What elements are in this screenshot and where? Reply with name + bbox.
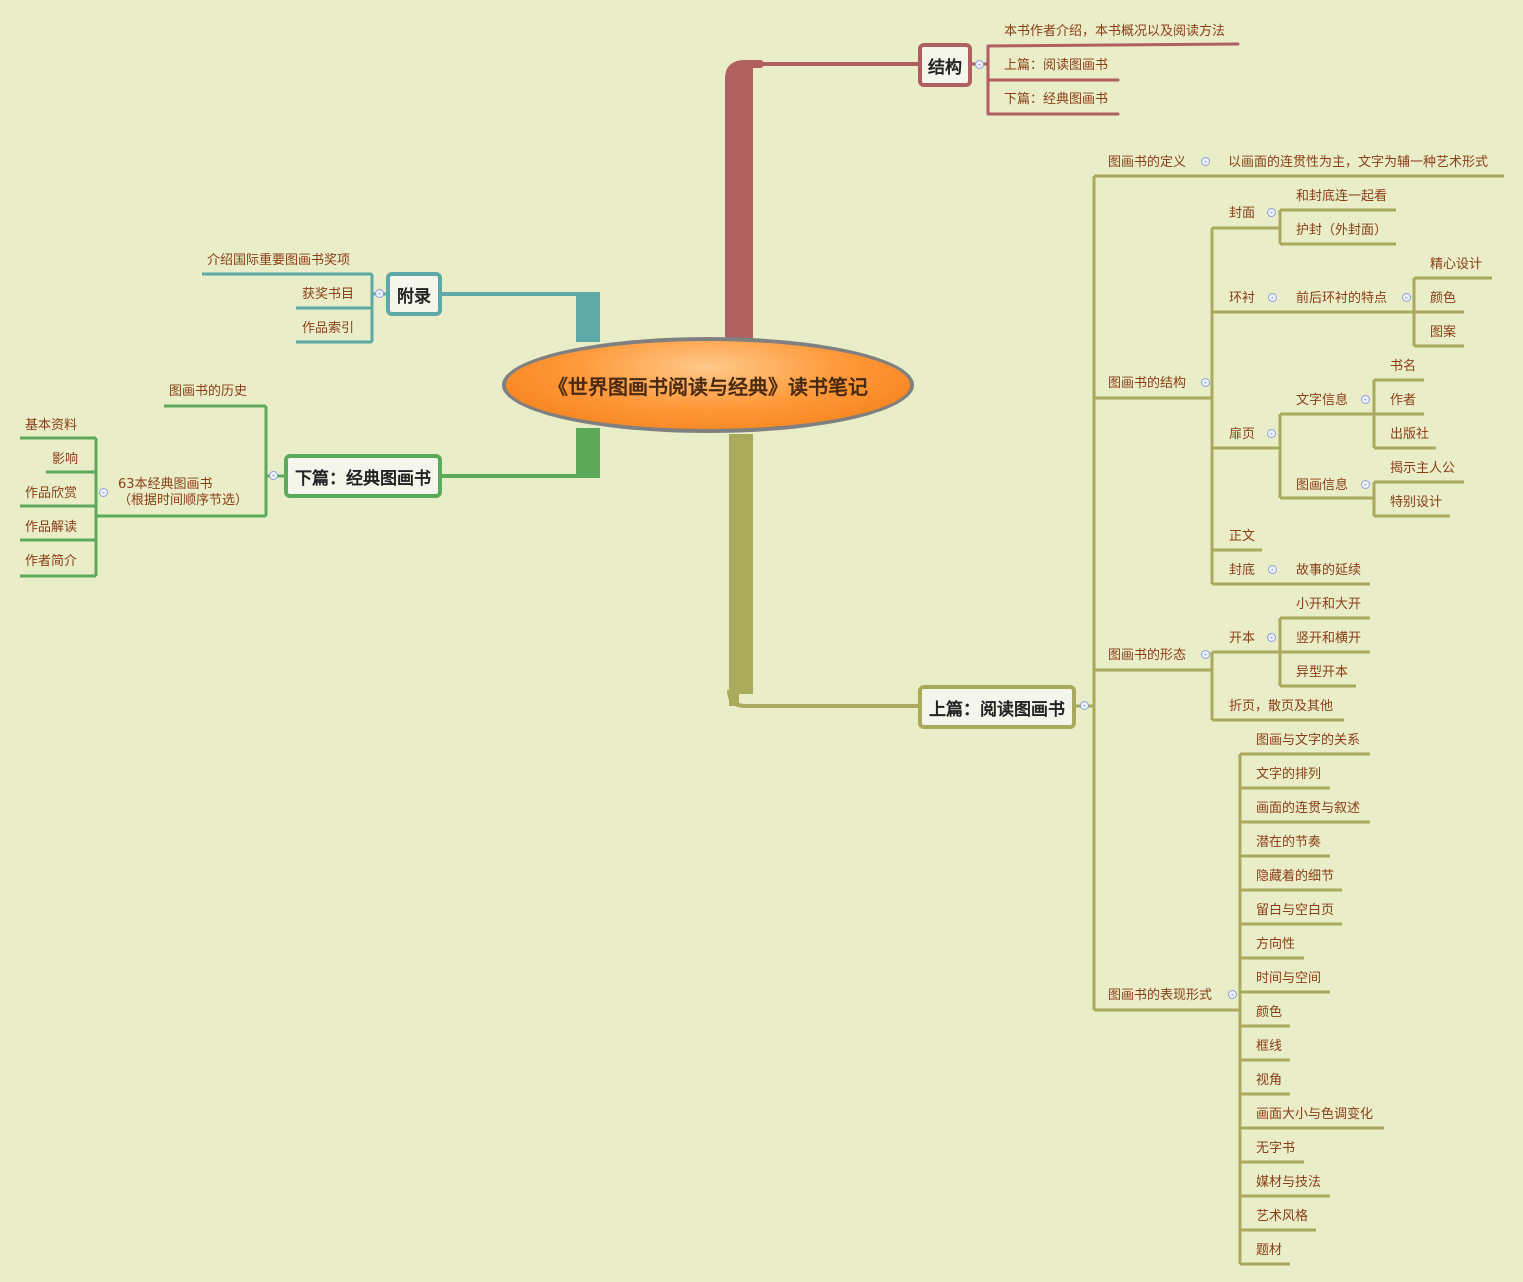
body-label[interactable]: 正文 xyxy=(1229,529,1256,544)
classic-item-1[interactable]: 基本资料 xyxy=(25,418,78,433)
collapse-endpaper-sub-icon[interactable]: - xyxy=(1402,293,1411,302)
jiegou-connectors xyxy=(725,42,1240,340)
endpaper-item-2[interactable]: 颜色 xyxy=(1430,291,1457,306)
xiapian-history[interactable]: 图画书的历史 xyxy=(169,384,248,399)
endpaper-sub[interactable]: 前后环衬的特点 xyxy=(1296,291,1388,306)
collapse-backcover-icon[interactable]: - xyxy=(1268,565,1277,574)
text-info-label[interactable]: 文字信息 xyxy=(1296,393,1349,408)
central-topic-label: 《世界图画书阅读与经典》读书笔记 xyxy=(548,374,868,399)
collapse-shangpian-icon[interactable]: - xyxy=(1080,701,1089,710)
fulu-item-2[interactable]: 获奖书目 xyxy=(302,287,355,302)
titlepage-label[interactable]: 扉页 xyxy=(1229,427,1256,442)
expression-item[interactable]: 方向性 xyxy=(1256,937,1296,952)
expression-item[interactable]: 画面的连贯与叙述 xyxy=(1256,801,1361,816)
cover-item-1[interactable]: 和封底连一起看 xyxy=(1296,189,1388,204)
form-label[interactable]: 图画书的形态 xyxy=(1108,648,1187,663)
topic-fulu-label: 附录 xyxy=(397,286,431,307)
collapse-expression-icon[interactable]: - xyxy=(1228,990,1237,999)
cover-item-2[interactable]: 护封（外封面） xyxy=(1296,223,1388,238)
shangpian-connectors xyxy=(727,174,1504,1266)
expression-item[interactable]: 视角 xyxy=(1256,1073,1283,1088)
classic-item-5[interactable]: 作者简介 xyxy=(25,554,78,569)
topic-xiapian-label: 下篇：经典图画书 xyxy=(295,468,431,489)
classic-item-4[interactable]: 作品解读 xyxy=(25,520,78,535)
expression-item[interactable]: 画面大小与色调变化 xyxy=(1256,1107,1374,1122)
backcover-item[interactable]: 故事的延续 xyxy=(1296,563,1362,578)
expression-item[interactable]: 无字书 xyxy=(1256,1141,1296,1156)
fulu-item-1[interactable]: 介绍国际重要图画书奖项 xyxy=(207,253,351,268)
collapse-structure-icon[interactable]: - xyxy=(1201,378,1210,387)
collapse-definition-icon[interactable]: - xyxy=(1201,157,1210,166)
jiegou-item-1[interactable]: 本书作者介绍，本书概况以及阅读方法 xyxy=(1004,24,1226,39)
topic-jiegou-label: 结构 xyxy=(928,57,962,78)
text-info-item-1[interactable]: 书名 xyxy=(1390,359,1417,374)
fold-label[interactable]: 折页，散页及其他 xyxy=(1229,699,1334,714)
definition-value[interactable]: 以画面的连贯性为主，文字为辅一种艺术形式 xyxy=(1228,155,1489,170)
image-info-label[interactable]: 图画信息 xyxy=(1296,478,1349,493)
collapse-classic-icon[interactable]: - xyxy=(99,488,108,497)
endpaper-item-3[interactable]: 图案 xyxy=(1430,325,1457,340)
topic-fulu[interactable]: 附录 xyxy=(386,272,442,316)
topic-shangpian[interactable]: 上篇：阅读图画书 xyxy=(918,685,1076,729)
text-info-item-2[interactable]: 作者 xyxy=(1390,393,1417,408)
expression-item[interactable]: 框线 xyxy=(1256,1039,1283,1054)
collapse-cover-icon[interactable]: - xyxy=(1267,208,1276,217)
topic-jiegou[interactable]: 结构 xyxy=(918,43,972,87)
structure-label[interactable]: 图画书的结构 xyxy=(1108,376,1187,391)
expression-item[interactable]: 艺术风格 xyxy=(1256,1209,1309,1224)
expression-item[interactable]: 留白与空白页 xyxy=(1256,903,1335,918)
expression-item[interactable]: 隐藏着的细节 xyxy=(1256,869,1335,884)
classic-item-2[interactable]: 影响 xyxy=(52,452,79,467)
fulu-item-3[interactable]: 作品索引 xyxy=(302,321,355,336)
image-info-item-1[interactable]: 揭示主人公 xyxy=(1390,461,1456,476)
definition-label[interactable]: 图画书的定义 xyxy=(1108,155,1187,170)
classic-item-3[interactable]: 作品欣赏 xyxy=(25,486,78,501)
collapse-format-icon[interactable]: - xyxy=(1267,633,1276,642)
format-item-3[interactable]: 异型开本 xyxy=(1296,665,1349,680)
collapse-fulu-icon[interactable]: - xyxy=(375,289,384,298)
collapse-titlepage-icon[interactable]: - xyxy=(1267,429,1276,438)
central-topic[interactable]: 《世界图画书阅读与经典》读书笔记 xyxy=(502,337,914,433)
collapse-xiapian-icon[interactable]: - xyxy=(269,471,278,480)
collapse-form-icon[interactable]: - xyxy=(1201,650,1210,659)
expression-item[interactable]: 时间与空间 xyxy=(1256,971,1322,986)
endpaper-item-1[interactable]: 精心设计 xyxy=(1430,257,1483,272)
expression-item[interactable]: 媒材与技法 xyxy=(1256,1175,1322,1190)
format-item-1[interactable]: 小开和大开 xyxy=(1296,597,1362,612)
xiapian-classic[interactable]: 63本经典图画书 （根据时间顺序节选） xyxy=(118,477,249,508)
collapse-text-info-icon[interactable]: - xyxy=(1361,395,1370,404)
expression-item[interactable]: 文字的排列 xyxy=(1256,767,1322,782)
collapse-endpaper-icon[interactable]: - xyxy=(1268,293,1277,302)
text-info-item-3[interactable]: 出版社 xyxy=(1390,427,1430,442)
format-label[interactable]: 开本 xyxy=(1229,631,1256,646)
expression-label[interactable]: 图画书的表现形式 xyxy=(1108,988,1213,1003)
topic-xiapian[interactable]: 下篇：经典图画书 xyxy=(284,454,442,498)
expression-item[interactable]: 图画与文字的关系 xyxy=(1256,733,1361,748)
jiegou-item-2[interactable]: 上篇：阅读图画书 xyxy=(1004,58,1109,73)
image-info-item-2[interactable]: 特别设计 xyxy=(1390,495,1443,510)
jiegou-item-3[interactable]: 下篇：经典图画书 xyxy=(1004,92,1109,107)
format-item-2[interactable]: 竖开和横开 xyxy=(1296,631,1362,646)
endpaper-label[interactable]: 环衬 xyxy=(1229,291,1256,306)
collapse-jiegou-icon[interactable]: - xyxy=(975,60,984,69)
expression-item[interactable]: 颜色 xyxy=(1256,1005,1283,1020)
topic-shangpian-label: 上篇：阅读图画书 xyxy=(929,699,1065,720)
backcover-label[interactable]: 封底 xyxy=(1229,563,1256,578)
collapse-image-info-icon[interactable]: - xyxy=(1361,480,1370,489)
expression-item[interactable]: 题材 xyxy=(1256,1243,1283,1258)
expression-item[interactable]: 潜在的节奏 xyxy=(1256,835,1322,850)
cover-label[interactable]: 封面 xyxy=(1229,206,1256,221)
